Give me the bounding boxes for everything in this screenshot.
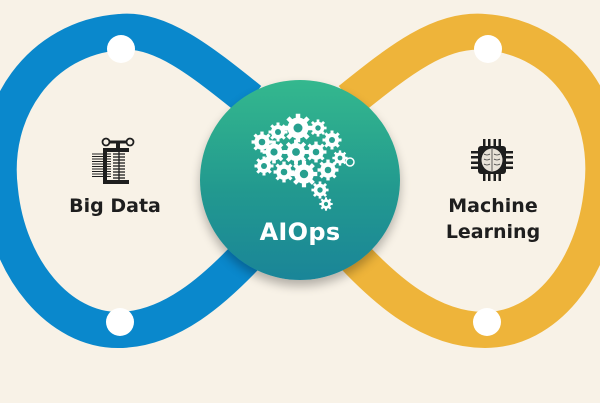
- brain-gears-icon: [251, 113, 355, 211]
- data-compression-clamp-icon: [92, 137, 135, 184]
- aiops-label: AIOps: [259, 218, 341, 246]
- big-data-ring: [0, 13, 266, 349]
- big-data-label: Big Data: [69, 195, 161, 217]
- ring-marker-left-top: [107, 35, 135, 63]
- ai-chip-brain-icon: [471, 139, 513, 181]
- ring-marker-right-bottom: [473, 308, 501, 336]
- aiops-hub: AIOps: [200, 80, 400, 280]
- machine-learning-ring: [334, 13, 600, 349]
- machine-learning-label: Machine Learning: [430, 193, 556, 245]
- machine-learning-label-line1: Machine: [448, 195, 538, 217]
- ring-marker-right-top: [474, 35, 502, 63]
- ring-marker-left-bottom: [106, 308, 134, 336]
- machine-learning-label-line2: Learning: [445, 221, 541, 243]
